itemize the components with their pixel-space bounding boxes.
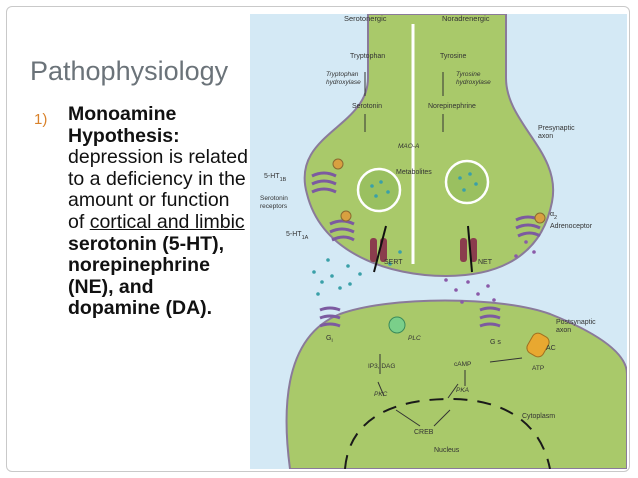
g-protein-complex — [332, 158, 546, 224]
label-5ht1b-sub: 1B — [280, 177, 287, 183]
label-gi-sub: i — [331, 338, 332, 344]
ht1b-receptor — [311, 171, 337, 194]
list-number: 1) — [34, 111, 48, 128]
label-net: NET — [478, 259, 493, 266]
bullet-underlined: cortical and limbic — [89, 210, 245, 233]
label-ip3-dag: IP3, DAG — [368, 363, 395, 370]
sert-transporter — [370, 225, 387, 273]
label-tryptophan-hydroxylase-line2: hydroxylase — [326, 79, 361, 86]
label-gi-main: G — [326, 335, 331, 342]
plc-enzyme — [388, 316, 406, 334]
label-ac: AC — [546, 345, 556, 352]
label-serotonin-receptors-line2: receptors — [260, 203, 288, 210]
label-creb: CREB — [414, 429, 434, 436]
label-tyrosine-hydroxylase-line2: hydroxylase — [456, 79, 491, 86]
label-serotonergic: Serotonergic — [344, 14, 387, 23]
presynaptic-terminal — [303, 14, 555, 278]
label-mao-a: MAO-A — [398, 143, 419, 150]
label-pka: PKA — [456, 387, 469, 394]
label-5ht1b-main: 5-HT — [264, 173, 280, 180]
postsynaptic-receptor-gi — [319, 306, 341, 328]
label-atp: ATP — [532, 365, 544, 372]
ac-enzyme — [526, 332, 550, 358]
label-pkc: PKC — [374, 391, 388, 398]
label-tyrosine-hydroxylase-line1: Tyrosine — [456, 71, 481, 78]
synapse-diagram: Serotonergic Noradrenergic Tryptophan Tr… — [250, 14, 627, 469]
label-5ht1a-sub: 1A — [302, 235, 309, 241]
label-alpha2: α2 — [550, 211, 557, 221]
label-5ht1b: 5-HT1B — [264, 173, 287, 183]
postsynaptic-receptor-gs — [479, 306, 501, 328]
pathway-arrows — [364, 72, 523, 427]
bullet-heading: Monoamine Hypothesis: — [68, 103, 180, 147]
bullet-bold-tail: serotonin (5-HT), norepinephrine (NE), a… — [68, 232, 224, 320]
label-tryptophan: Tryptophan — [350, 53, 385, 60]
label-postsynaptic-line1: Postsynaptic — [556, 319, 596, 326]
label-norepinephrine: Norepinephrine — [428, 103, 476, 110]
label-alpha2-main: α — [550, 211, 554, 218]
slide-title: Pathophysiology — [30, 56, 229, 86]
label-tyrosine: Tyrosine — [440, 53, 467, 60]
vesicle-molecules — [370, 172, 478, 198]
label-gi: Gi — [326, 335, 333, 344]
label-noradrenergic: Noradrenergic — [442, 14, 490, 23]
label-nucleus: Nucleus — [434, 447, 460, 454]
label-gs: G s — [490, 339, 501, 346]
label-camp: cAMP — [454, 361, 471, 368]
label-serotonin-receptors-line1: Serotonin — [260, 195, 288, 202]
label-adrenoceptor: Adrenoceptor — [550, 223, 593, 230]
label-cytoplasm: Cytoplasm — [522, 413, 555, 420]
label-serotonin: Serotonin — [352, 103, 382, 110]
label-presynaptic-line2: axon — [538, 133, 553, 140]
label-alpha2-sub: 2 — [554, 215, 557, 221]
label-5ht1a: 5-HT1A — [286, 231, 309, 241]
serotonin-vesicle — [356, 167, 402, 213]
cleft-molecules — [312, 240, 536, 304]
label-tryptophan-hydroxylase-line1: Tryptophan — [326, 71, 359, 78]
norepinephrine-vesicle — [444, 159, 490, 205]
bullet-text: Monoamine Hypothesis: depression is rela… — [68, 103, 248, 320]
bullet-body: depression is related to a deficiency in… — [68, 146, 248, 233]
net-transporter — [460, 225, 477, 273]
ht1a-receptor — [329, 219, 355, 242]
label-5ht1a-main: 5-HT — [286, 231, 302, 238]
label-postsynaptic-line2: axon — [556, 327, 571, 334]
label-presynaptic-line1: Presynaptic — [538, 125, 575, 132]
label-sert: SERT — [384, 259, 403, 266]
label-plc: PLC — [408, 335, 421, 342]
label-metabolites: Metabolites — [396, 169, 432, 176]
